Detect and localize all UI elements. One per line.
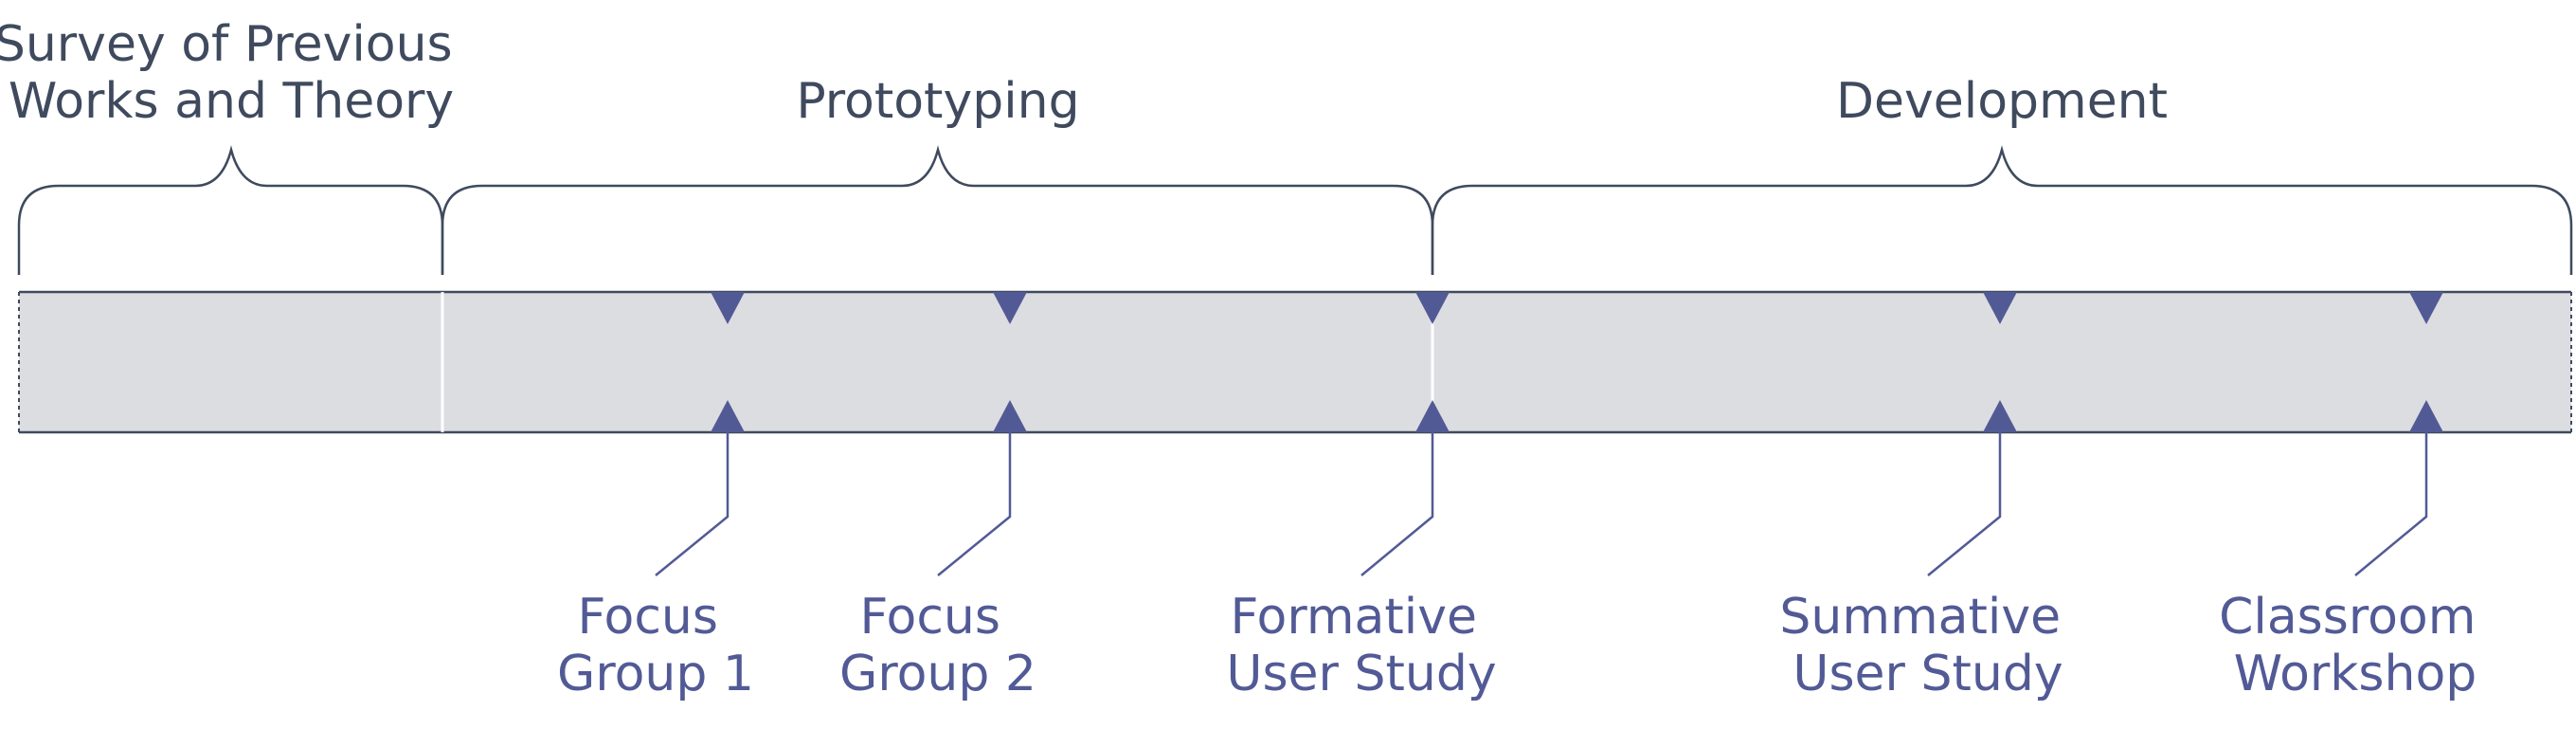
phase-label-development: Development [1836,73,2168,130]
milestone-label-line-1: Summative [1779,589,2061,646]
milestone-label-line-1: Focus [859,589,1000,646]
marker-up-triangle-icon [1983,400,2017,432]
milestone-markers [655,292,2443,576]
phase-label-prototyping: Prototyping [796,73,1079,130]
marker-down-triangle-icon [2409,292,2443,324]
phase-label-development-line-1: Development [1836,73,2168,130]
milestone-labels: Focus Group 1 Focus Group 2 Formative Us… [557,589,2492,702]
marker-up-triangle-icon [711,400,745,432]
marker-down-triangle-icon [1415,292,1450,324]
milestone-marker-5 [2354,292,2443,576]
brace-development [1431,145,2573,275]
leader-line [2354,432,2428,576]
marker-up-triangle-icon [2409,400,2443,432]
marker-down-triangle-icon [1983,292,2017,324]
milestone-marker-4 [1927,292,2017,576]
phase-label-survey-line-1: Survey of Previous [0,16,453,73]
milestone-label-line-2: Group 2 [839,646,1036,702]
milestone-label-focus-group-2: Focus Group 2 [839,589,1036,702]
marker-up-triangle-icon [1415,400,1450,432]
leader-line [937,432,1012,576]
milestone-label-summative-user-study: Summative User Study [1779,589,2076,702]
marker-down-triangle-icon [711,292,745,324]
phase-titles: Survey of Previous Works and Theory Prot… [0,16,2168,130]
milestone-label-line-1: Focus [577,589,718,646]
brace-prototyping [441,145,1434,275]
marker-up-triangle-icon [993,400,1027,432]
milestone-label-formative-user-study: Formative User Study [1226,589,1496,702]
milestone-label-line-2: User Study [1226,646,1496,702]
milestone-label-line-2: Workshop [2234,646,2477,702]
phase-braces [17,145,2573,275]
timeline-band [18,290,2572,434]
milestone-label-line-2: Group 1 [557,646,754,702]
milestone-label-line-1: Classroom [2219,589,2476,646]
milestone-label-line-1: Formative [1231,589,1477,646]
marker-down-triangle-icon [993,292,1027,324]
leader-line [655,432,730,576]
brace-survey [17,145,444,275]
milestone-marker-2 [937,292,1027,576]
milestone-label-line-2: User Study [1792,646,2063,702]
phase-label-prototyping-line-1: Prototyping [796,73,1079,130]
timeline-band-fill [19,292,2571,432]
milestone-label-classroom-workshop: Classroom Workshop [2219,589,2492,702]
phase-label-survey-line-2: Works and Theory [9,73,454,130]
milestone-marker-3 [1360,292,1450,576]
leader-line [1927,432,2002,576]
milestone-marker-1 [655,292,745,576]
leader-line [1360,432,1434,576]
milestone-label-focus-group-1: Focus Group 1 [557,589,754,702]
phase-label-survey: Survey of Previous Works and Theory [0,16,468,130]
